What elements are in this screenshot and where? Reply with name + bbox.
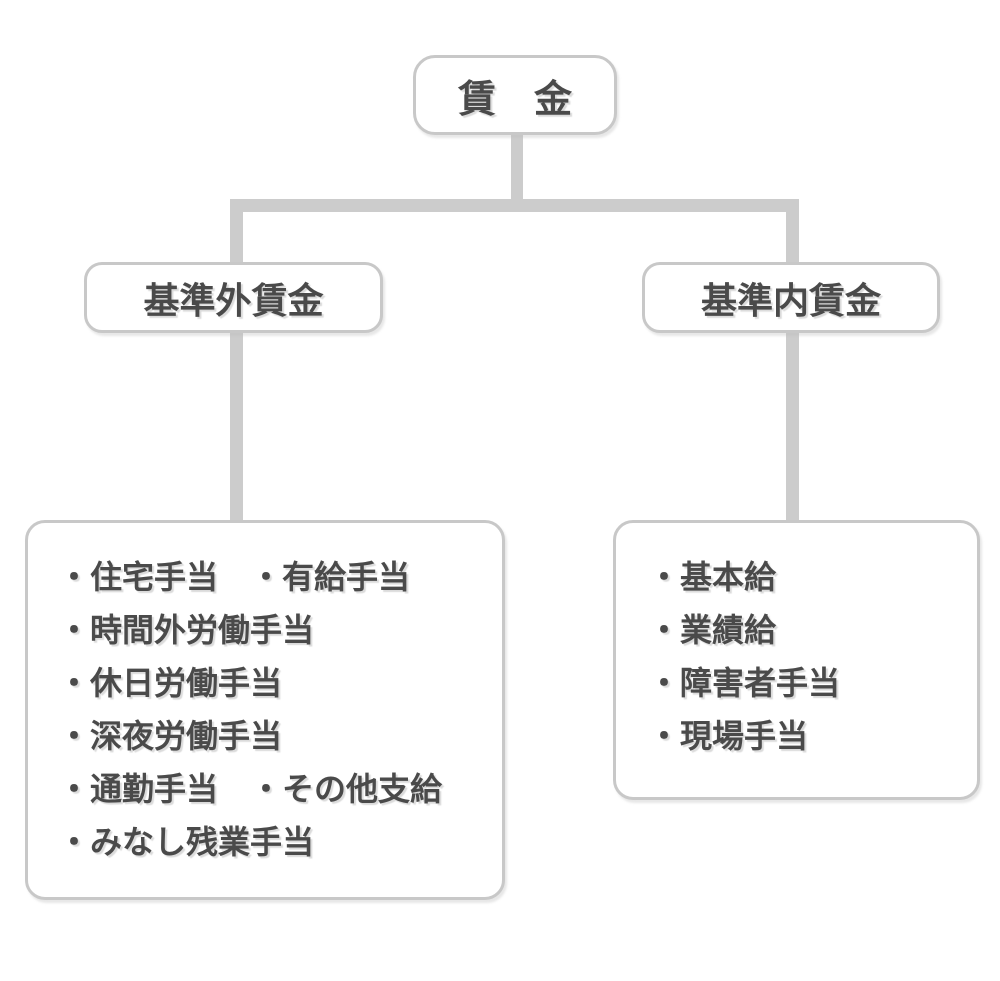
branch-right-items-box: ・基本給 ・業績給 ・障害者手当 ・現場手当	[613, 520, 980, 800]
connector-horizontal	[230, 199, 799, 212]
connector-right-upper-vertical	[786, 199, 799, 264]
list-item: ・基本給	[648, 558, 777, 596]
list-item: ・時間外労働手当	[58, 611, 315, 649]
list-item: ・みなし残業手当	[58, 823, 315, 861]
list-item: ・現場手当	[648, 717, 809, 755]
list-item: ・障害者手当	[648, 664, 841, 702]
root-label: 賃 金	[457, 76, 572, 121]
branch-left-items-box: ・住宅手当 ・有給手当 ・時間外労働手当 ・休日労働手当 ・深夜労働手当 ・通勤…	[25, 520, 505, 900]
root-box: 賃 金	[413, 55, 617, 135]
list-item: ・業績給	[648, 611, 777, 649]
branch-right-box: 基準内賃金	[642, 262, 940, 333]
branch-left-box: 基準外賃金	[84, 262, 383, 333]
connector-root-vertical	[511, 133, 523, 203]
branch-right-label: 基準内賃金	[700, 280, 881, 322]
list-item: ・深夜労働手当	[58, 717, 283, 755]
branch-left-label: 基準外賃金	[143, 280, 324, 322]
list-item: ・通勤手当 ・その他支給	[58, 770, 443, 808]
list-item: ・住宅手当 ・有給手当	[58, 558, 411, 596]
connector-left-lower-vertical	[230, 330, 243, 522]
connector-right-lower-vertical	[786, 330, 799, 522]
list-item: ・休日労働手当	[58, 664, 283, 702]
connector-left-upper-vertical	[230, 199, 243, 264]
